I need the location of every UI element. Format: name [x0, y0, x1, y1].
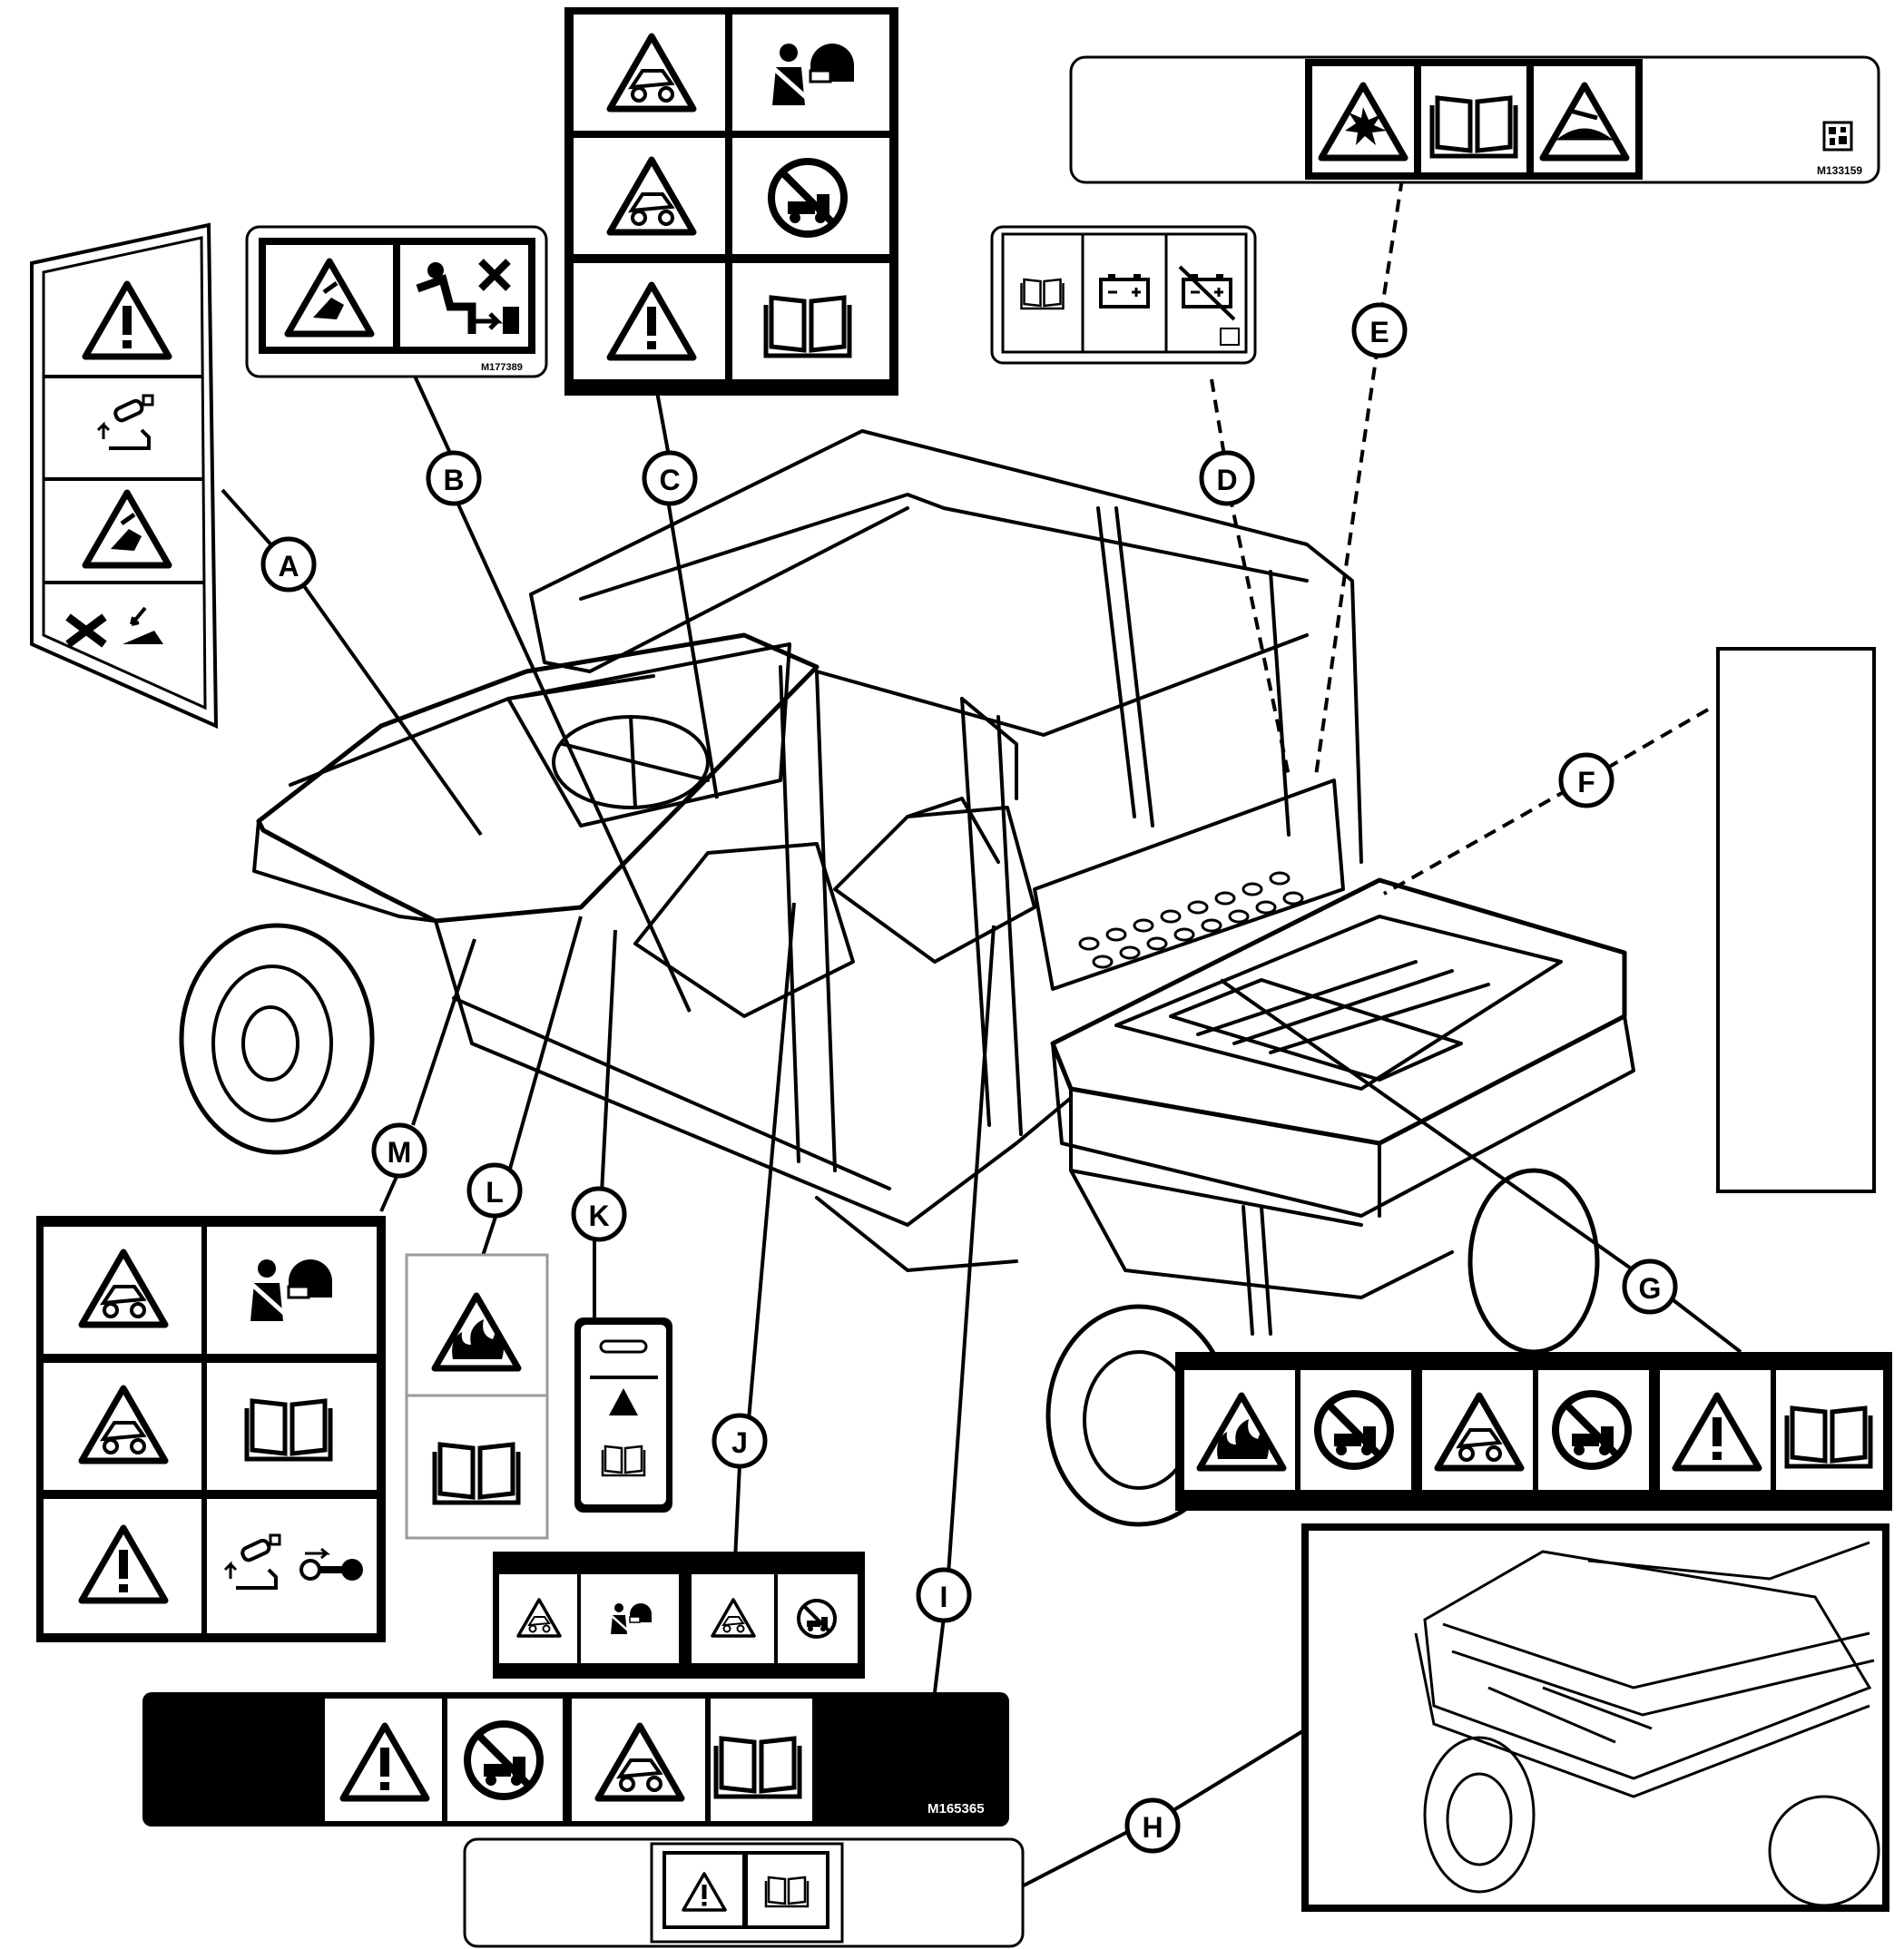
decal-b: M177389	[245, 225, 548, 378]
decal-h-inset	[1301, 1523, 1889, 1912]
explosion-hazard-icon	[1321, 85, 1405, 158]
svg-text:D: D	[1216, 464, 1237, 496]
callout-b: B	[426, 450, 482, 506]
decal-k	[574, 1317, 672, 1513]
leader-lines	[221, 178, 1742, 1887]
no-passenger-icon	[771, 162, 844, 234]
callout-k: K	[571, 1186, 627, 1242]
decal-h	[463, 1837, 1025, 1948]
svg-text:C: C	[659, 464, 680, 496]
callout-c: C	[642, 450, 698, 506]
callout-d: D	[1199, 450, 1255, 506]
decal-a	[30, 222, 219, 730]
decal-d	[990, 225, 1257, 365]
svg-text:L: L	[486, 1176, 504, 1209]
decal-i: M165365	[142, 1692, 1009, 1827]
decal-e-part-number: M133159	[1817, 164, 1862, 177]
callout-j: J	[712, 1413, 768, 1469]
svg-text:H: H	[1142, 1811, 1163, 1844]
decal-j	[493, 1552, 865, 1679]
decal-b-part-number: M177389	[481, 362, 523, 373]
callout-g: G	[1622, 1259, 1678, 1315]
decal-e: M133159	[1069, 55, 1880, 184]
callout-m: M	[371, 1122, 427, 1179]
callout-labels: A B C D E F G H I J K L M	[260, 302, 1678, 1854]
callout-f: F	[1558, 752, 1614, 808]
svg-text:A: A	[278, 550, 299, 583]
operator-exit-icon	[416, 259, 519, 334]
svg-text:I: I	[940, 1581, 948, 1613]
decal-l	[405, 1253, 549, 1540]
svg-text:J: J	[731, 1426, 748, 1459]
qr-code	[1822, 121, 1853, 152]
remove-key-icon	[299, 1547, 363, 1581]
battery-disconnect-icon	[1178, 265, 1236, 321]
crossed-out-icon	[65, 606, 163, 648]
decal-g	[1175, 1352, 1892, 1511]
callout-l: L	[466, 1162, 523, 1219]
svg-text:G: G	[1639, 1272, 1662, 1305]
acid-burn-icon	[1543, 85, 1626, 158]
svg-text:F: F	[1577, 766, 1595, 798]
decal-c	[564, 7, 898, 396]
decal-f	[1716, 647, 1876, 1193]
callout-a: A	[260, 536, 317, 593]
svg-text:E: E	[1369, 316, 1389, 348]
svg-text:M: M	[388, 1136, 412, 1169]
svg-text:B: B	[443, 464, 464, 496]
callout-h: H	[1124, 1797, 1181, 1854]
callout-e: E	[1351, 302, 1408, 358]
decal-m	[36, 1216, 386, 1642]
svg-text:K: K	[588, 1200, 609, 1232]
decal-i-part-number: M165365	[927, 1801, 985, 1817]
callout-i: I	[916, 1567, 972, 1623]
